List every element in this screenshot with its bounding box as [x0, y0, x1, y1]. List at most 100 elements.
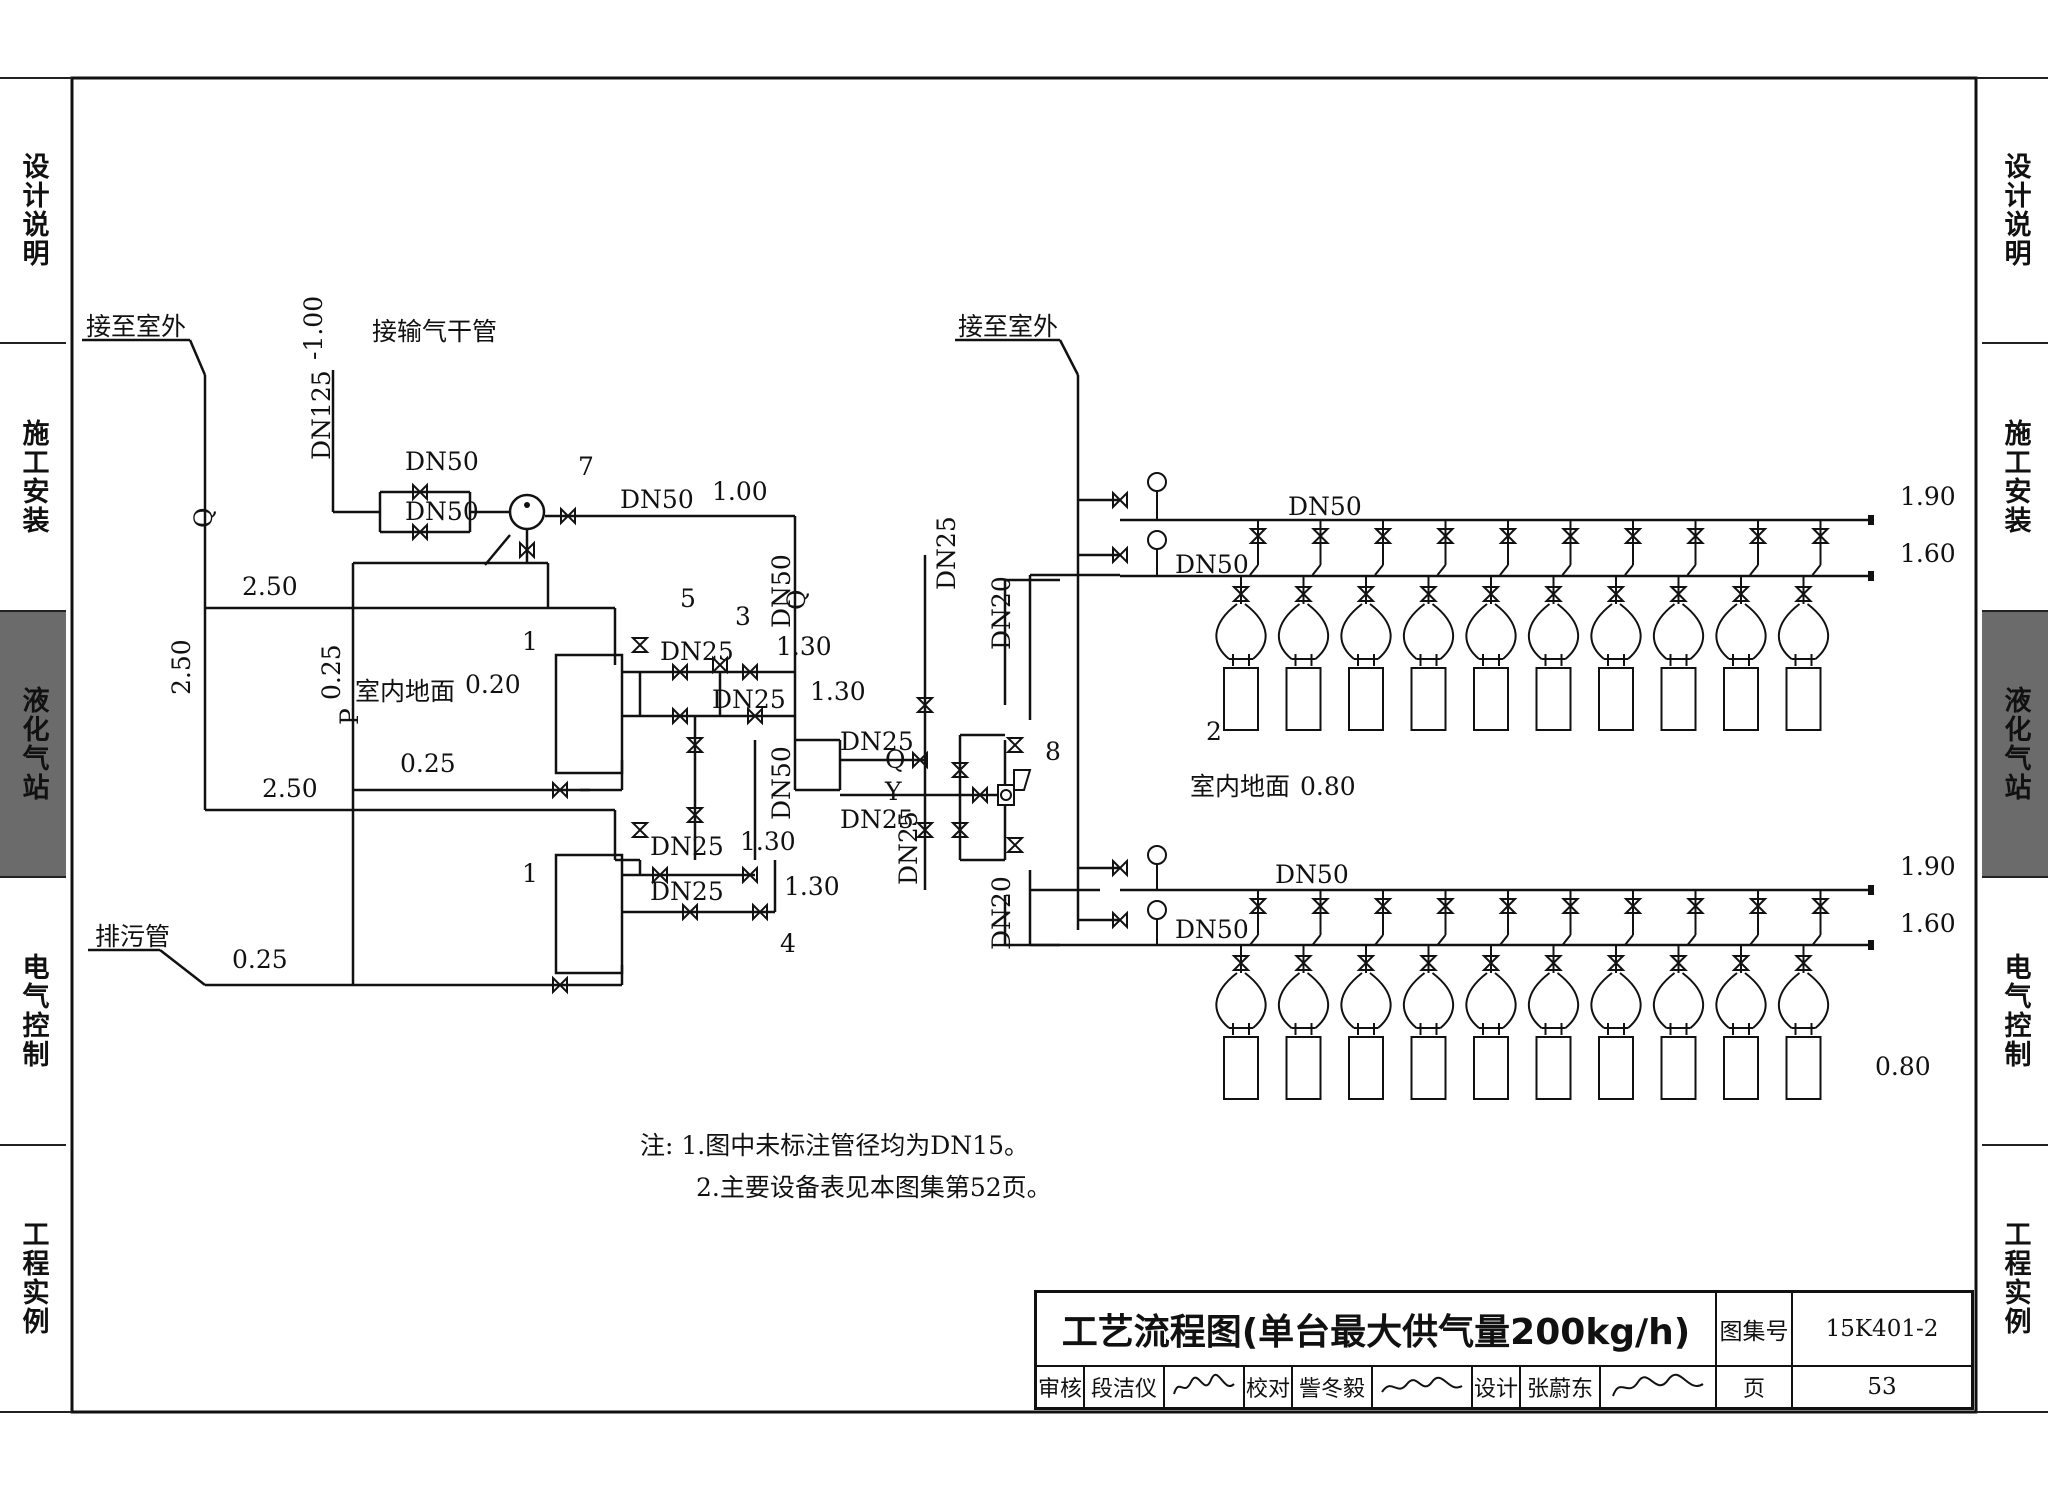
tab-divider	[1982, 610, 2048, 612]
pressure-gauge-icons	[1147, 472, 1167, 945]
dn25-label: DN25	[650, 877, 724, 906]
lpg-cylinder	[1660, 667, 1697, 731]
elevation-label: 1.90	[1900, 482, 1956, 511]
side-tab-design-notes[interactable]: 设计说明	[17, 152, 49, 268]
dn25-label: DN25	[712, 685, 786, 714]
pigtail-hose	[1340, 603, 1392, 667]
tab-divider	[0, 610, 66, 612]
tab-divider	[0, 876, 66, 878]
lpg-cylinder	[1723, 667, 1759, 731]
dn50-label: DN50	[767, 554, 796, 628]
floor-label-left: 室内地面	[355, 677, 455, 706]
lpg-cylinder	[1598, 667, 1634, 731]
side-tab-design-notes[interactable]: 设计说明	[1999, 152, 2031, 268]
branch-line	[1499, 564, 1509, 576]
pigtail-hose	[1215, 972, 1267, 1036]
elevation-label: -1.00	[299, 296, 328, 360]
branch-line	[1686, 564, 1697, 576]
reviewer-signature	[1165, 1367, 1245, 1407]
lpg-cylinder	[1785, 667, 1822, 731]
y-label: Y	[884, 777, 902, 806]
elevation-label: 1.00	[712, 477, 768, 506]
dn20-label: DN20	[987, 576, 1016, 650]
dn50-label: DN50	[1275, 860, 1349, 889]
side-tab-electrical[interactable]: 电气控制	[1999, 953, 2031, 1069]
pigtail-hose	[1777, 603, 1830, 667]
dn25-label: DN25	[650, 832, 724, 861]
lpg-cylinder	[1723, 1036, 1759, 1100]
trunk-label: 接输气干管	[372, 317, 497, 346]
cylinder-group-lower	[1215, 890, 1830, 1100]
side-tab-examples[interactable]: 工程实例	[1999, 1220, 2031, 1336]
branch-line	[1436, 934, 1447, 946]
pigtail-hose	[1402, 603, 1455, 667]
atlas-label: 图集号	[1717, 1293, 1793, 1367]
pigtail-hose	[1277, 603, 1330, 667]
dn25-label: DN25	[840, 727, 914, 756]
lpg-cylinder	[1473, 1036, 1509, 1100]
elevation-label: 0.80	[1300, 772, 1356, 801]
q-label: Q	[782, 590, 811, 611]
pigtail-hose	[1777, 972, 1830, 1036]
dn25-label: DN25	[660, 637, 734, 666]
drain-label: 排污管	[95, 922, 170, 951]
manifold-inlet-valves	[1112, 492, 1128, 928]
branch-line	[1499, 934, 1509, 946]
dn25-label: DN25	[840, 805, 914, 834]
branch-line	[1561, 934, 1572, 946]
pigtail-hose	[1527, 603, 1580, 667]
pigtail-hose	[1215, 603, 1267, 667]
tab-divider	[0, 342, 66, 344]
atlas-number: 15K401-2	[1793, 1293, 1971, 1367]
elevation-label: 1.30	[810, 677, 866, 706]
notes-prefix: 注:	[640, 1131, 674, 1160]
lpg-cylinder	[1535, 1036, 1572, 1100]
pigtail-hose	[1277, 972, 1330, 1036]
elevation-label: 1.30	[784, 872, 840, 901]
branch-line	[1749, 564, 1759, 576]
side-tab-electrical[interactable]: 电气控制	[17, 953, 49, 1069]
branch-line	[1811, 934, 1822, 946]
valve-icons	[412, 484, 1023, 993]
elevation-label: 1.30	[740, 827, 796, 856]
dn50-label: DN50	[1288, 492, 1362, 521]
branch-line	[1249, 564, 1259, 576]
designer-name: 张蔚东	[1521, 1367, 1601, 1407]
dn20-label: DN20	[987, 876, 1016, 950]
notes: 注: 1.图中未标注管径均为DN15。 2.主要设备表见本图集第52页。	[640, 1125, 1052, 1209]
branch-line	[1311, 934, 1322, 946]
side-tab-lpg-station[interactable]: 液化气站	[0, 612, 66, 876]
pigtail-hose	[1590, 603, 1642, 667]
lpg-cylinder	[1660, 1036, 1697, 1100]
side-tab-examples[interactable]: 工程实例	[17, 1220, 49, 1336]
side-tab-installation[interactable]: 施工安装	[1999, 419, 2031, 535]
pigtail-hose	[1715, 603, 1767, 667]
checker-name: 訾冬毅	[1293, 1367, 1373, 1407]
lpg-cylinder	[1535, 667, 1572, 731]
lpg-cylinder	[1410, 667, 1447, 731]
elevation-label: 2.50	[167, 639, 196, 695]
side-tab-lpg-station[interactable]: 液化气站	[1982, 612, 2048, 876]
lpg-cylinder	[1410, 1036, 1447, 1100]
floor-label-right: 室内地面	[1190, 772, 1290, 801]
branch-line	[1624, 564, 1634, 576]
elevation-label: 1.60	[1900, 539, 1956, 568]
q-label: Q	[885, 745, 906, 774]
side-tab-installation[interactable]: 施工安装	[17, 419, 49, 535]
cylinder-group-upper	[1215, 520, 1830, 731]
dn125-label: DN125	[307, 370, 336, 460]
item-number: 4	[780, 929, 796, 958]
elevation-label: 2.50	[242, 572, 298, 601]
branch-line	[1686, 934, 1697, 946]
checker-signature	[1373, 1367, 1473, 1407]
dn50-label: DN50	[767, 746, 796, 820]
p-label: P	[335, 708, 364, 725]
dn50-label: DN50	[405, 497, 479, 526]
pigtail-hose	[1527, 972, 1580, 1036]
pigtail-hose	[1340, 972, 1392, 1036]
reviewer-name: 段洁仪	[1085, 1367, 1165, 1407]
dn50-label: DN50	[1175, 915, 1249, 944]
lpg-cylinder	[1473, 667, 1509, 731]
regulator-icon	[997, 784, 1015, 806]
item-number: 5	[680, 584, 696, 613]
